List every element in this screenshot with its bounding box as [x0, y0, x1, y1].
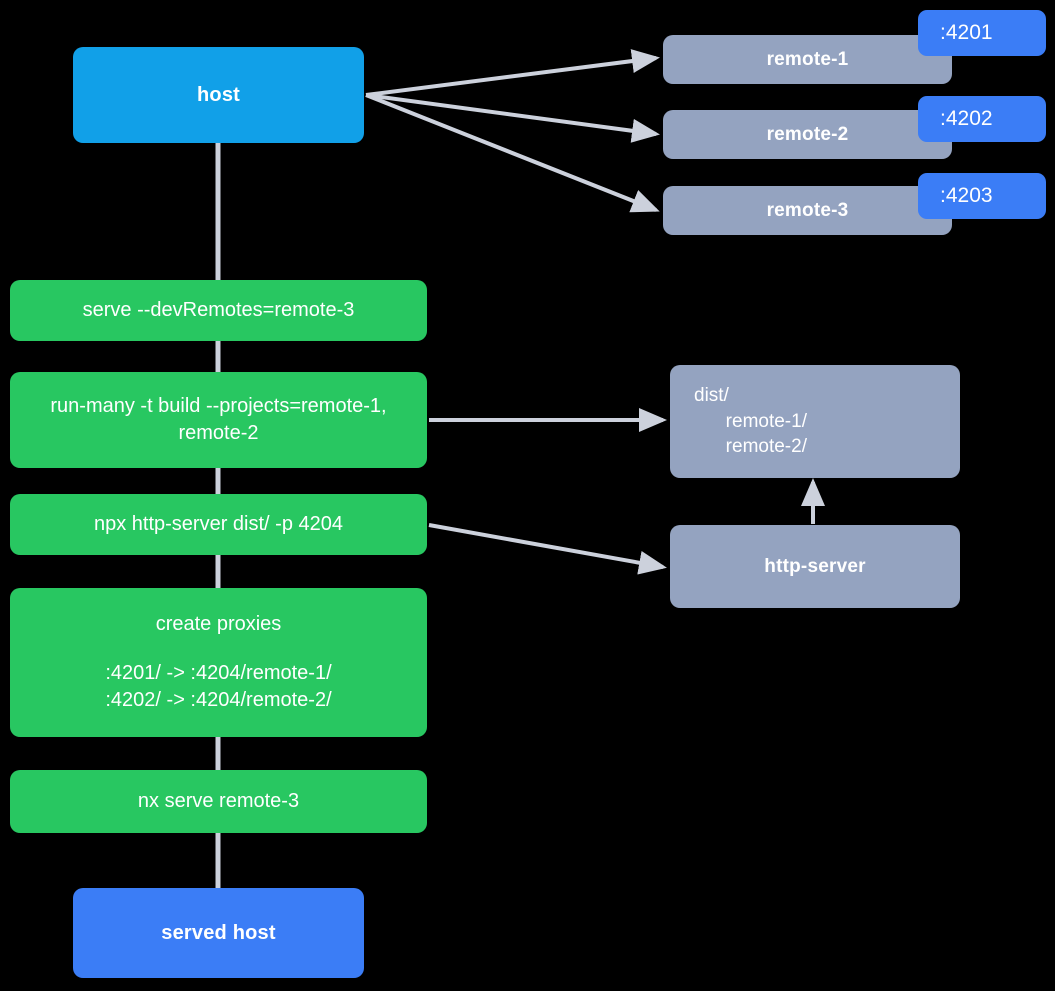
proxy-mapping-line-2: :4202/ -> :4204/remote-2/: [105, 689, 332, 711]
node-command-serve-label: serve --devRemotes=remote-3: [82, 299, 355, 321]
node-command-npx-http-server-label: npx http-server dist/ -p 4204: [93, 513, 343, 535]
badge-port-remote-2-label: :4202: [940, 106, 993, 130]
node-served-host-label: served host: [161, 921, 276, 944]
node-remote-3[interactable]: remote-3: [663, 186, 952, 235]
edge-host-to-remote-2: [365, 93, 660, 143]
node-command-nx-serve-remote-3[interactable]: nx serve remote-3: [10, 770, 427, 833]
node-remote-2[interactable]: remote-2: [663, 110, 952, 159]
node-command-create-proxies-label: create proxies: [155, 613, 282, 635]
node-host[interactable]: host: [73, 47, 364, 143]
node-command-run-many[interactable]: run-many -t build --projects=remote-1, r…: [10, 372, 427, 468]
node-http-server-label: http-server: [764, 555, 866, 577]
node-remote-1-label: remote-1: [766, 48, 849, 70]
dist-line-3: remote-2/: [694, 436, 807, 458]
badge-port-remote-1[interactable]: :4201: [918, 10, 1046, 56]
node-dist-folder[interactable]: dist/ remote-1/ remote-2/: [670, 365, 960, 478]
node-remote-3-label: remote-3: [766, 199, 849, 221]
node-command-create-proxies[interactable]: create proxies :4201/ -> :4204/remote-1/…: [10, 588, 427, 737]
dist-line-2: remote-1/: [694, 410, 807, 432]
node-remote-2-label: remote-2: [766, 123, 849, 145]
node-command-nx-serve-remote-3-label: nx serve remote-3: [137, 790, 300, 812]
dist-line-1: dist/: [694, 385, 729, 407]
badge-port-remote-1-label: :4201: [940, 20, 993, 44]
edge-host-to-remote-1: [365, 49, 660, 97]
edge-host-to-remote-3: [365, 93, 660, 213]
node-command-serve[interactable]: serve --devRemotes=remote-3: [10, 280, 427, 341]
badge-port-remote-2[interactable]: :4202: [918, 96, 1046, 142]
badge-port-remote-3[interactable]: :4203: [918, 173, 1046, 219]
badge-port-remote-3-label: :4203: [940, 183, 993, 207]
node-command-npx-http-server[interactable]: npx http-server dist/ -p 4204: [10, 494, 427, 555]
edge-npx-to-httpserver: [428, 523, 667, 575]
node-http-server[interactable]: http-server: [670, 525, 960, 608]
node-host-label: host: [196, 83, 241, 106]
node-command-run-many-label: run-many -t build --projects=remote-1, r…: [50, 395, 387, 444]
proxy-mapping-line-1: :4201/ -> :4204/remote-1/: [105, 662, 332, 684]
node-served-host[interactable]: served host: [73, 888, 364, 978]
node-remote-1[interactable]: remote-1: [663, 35, 952, 84]
